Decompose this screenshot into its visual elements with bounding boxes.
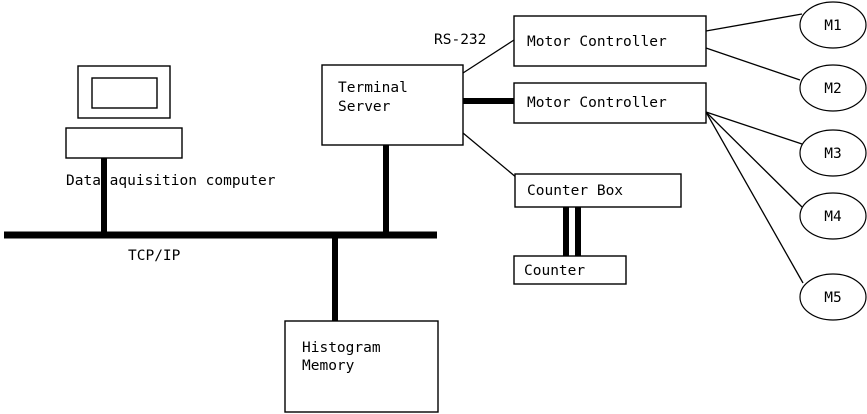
link-motor-controller-2-to-m4 xyxy=(705,111,803,208)
motor-controller-2-box xyxy=(513,82,707,124)
computer-label: Data aquisition computer xyxy=(66,173,276,189)
motor-m1-ellipse xyxy=(799,1,867,49)
computer-base xyxy=(65,127,183,159)
histogram-memory-label-line2: Memory xyxy=(302,358,355,374)
tcpip-bus-label: TCP/IP xyxy=(128,248,181,264)
link-terminal-server-to-counter-box xyxy=(462,132,518,179)
counter-label: Counter xyxy=(524,263,585,279)
motor-m5-label: M5 xyxy=(824,290,841,306)
motor-m2-label: M2 xyxy=(824,81,841,97)
motor-controller-2-label: Motor Controller xyxy=(527,95,667,111)
motor-m4-label: M4 xyxy=(824,209,842,225)
link-motor-controller-2-to-m5 xyxy=(705,111,804,284)
terminal-server-label-line1: Terminal xyxy=(338,80,408,96)
link-motor-controller-2-to-m3 xyxy=(705,111,803,145)
counter-box-box xyxy=(514,173,682,208)
motor-m4-ellipse xyxy=(799,192,867,240)
motor-m2-ellipse xyxy=(799,64,867,112)
link-motor-controller-1-to-m2 xyxy=(705,47,801,81)
motor-group: M1 M2 M3 M4 M5 xyxy=(799,1,867,321)
histogram-memory-label-line1: Histogram xyxy=(302,340,381,356)
motor-m1-label: M1 xyxy=(824,18,841,34)
terminal-server-label-line2: Server xyxy=(338,99,391,115)
terminal-server-box xyxy=(321,64,464,146)
computer-monitor-screen xyxy=(91,77,158,109)
link-motor-controller-1-to-m1 xyxy=(705,13,803,32)
motor-m3-label: M3 xyxy=(824,146,841,162)
motor-controller-1-box xyxy=(513,15,707,67)
data-acquisition-computer xyxy=(65,65,183,159)
motor-m5-ellipse xyxy=(799,273,867,321)
rs232-label: RS-232 xyxy=(434,32,486,48)
counter-box xyxy=(513,255,627,285)
counter-box-label: Counter Box xyxy=(527,183,623,199)
link-terminal-server-to-motor-controller-1 xyxy=(462,39,515,74)
histogram-memory-box xyxy=(284,320,439,413)
motor-m3-ellipse xyxy=(799,129,867,177)
motor-controller-1-label: Motor Controller xyxy=(527,34,667,50)
